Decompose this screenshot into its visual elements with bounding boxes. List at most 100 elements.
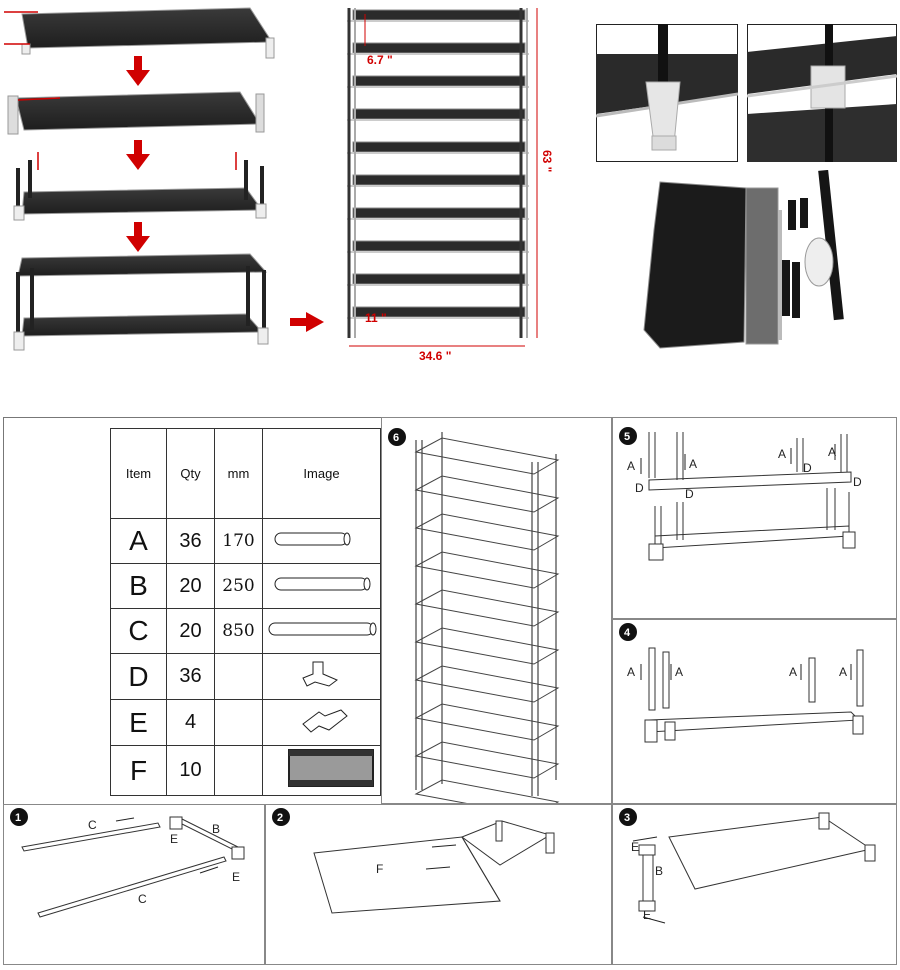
item-cell: B <box>110 563 167 609</box>
step1-label-b: B <box>212 822 220 836</box>
qty-cell: 10 <box>166 745 215 796</box>
step-6-number: 6 <box>393 432 399 444</box>
dim-height: 63 " <box>540 150 554 172</box>
item-cell: C <box>110 608 167 654</box>
package-contents <box>643 170 844 349</box>
step4-label-a3: A <box>789 665 797 679</box>
step-2-drawing: 2 F <box>272 808 555 914</box>
dim-shelf-spacing: 6.7 " <box>367 53 393 67</box>
sequence-arrow-3 <box>126 222 150 252</box>
mm-cell <box>214 745 263 796</box>
mm-cell <box>214 699 263 746</box>
step2-label-f: F <box>376 862 383 876</box>
rack-shelf <box>352 273 526 285</box>
step-4-number: 4 <box>624 627 631 639</box>
step3-label-e2: E <box>643 908 651 922</box>
parts-row-c: C 20 850 <box>110 608 381 654</box>
step5-label-d2: D <box>685 487 694 501</box>
step-2-number: 2 <box>277 812 283 824</box>
header-qty: Qty <box>166 428 215 519</box>
item-cell: A <box>110 518 167 564</box>
arrow-to-rack <box>290 312 324 332</box>
sequence-shelf-1 <box>4 7 275 59</box>
parts-row-d: D 36 <box>110 653 381 700</box>
step5-label-d4: D <box>853 475 862 489</box>
rack-shelf <box>352 141 526 153</box>
parts-table: Item Qty mm Image A 36 170 B 20 250 C 20… <box>110 428 381 796</box>
step4-label-a2: A <box>675 665 683 679</box>
parts-row-a: A 36 170 <box>110 518 381 564</box>
parts-row-f: F 10 <box>110 745 381 796</box>
header-item: Item <box>110 428 167 519</box>
item-cell: D <box>110 653 167 700</box>
step-6-badge <box>388 428 406 446</box>
step1-label-e2: E <box>232 870 240 884</box>
qty-cell: 36 <box>166 518 215 564</box>
step-6-drawing: 6 <box>388 428 560 803</box>
step-3-drawing: 3 E B E <box>619 808 876 924</box>
parts-row-b: B 20 250 <box>110 563 381 609</box>
qty-cell: 36 <box>166 653 215 700</box>
dim-bottom-clearance: 11 " <box>365 311 387 325</box>
step-5-drawing: 5 A A A A D D D D <box>619 427 862 561</box>
rack-shelf <box>352 75 526 87</box>
tube-a-image <box>274 532 350 545</box>
tube-c-image <box>268 622 376 635</box>
outline-shelf <box>414 627 560 665</box>
step5-label-d3: D <box>803 461 812 475</box>
step1-label-e1: E <box>170 832 178 846</box>
mm-cell: 250 <box>214 563 263 609</box>
step-1-number: 1 <box>15 812 21 824</box>
step5-label-a4: A <box>828 445 836 459</box>
step-4-drawing: 4 A A A A <box>619 623 864 743</box>
step4-label-a1: A <box>627 665 635 679</box>
rack-shelf <box>352 42 526 54</box>
outline-shelf <box>414 589 560 627</box>
step5-label-a1: A <box>627 459 635 473</box>
step-5-number: 5 <box>624 431 630 443</box>
mm-cell: 170 <box>214 518 263 564</box>
item-cell: E <box>110 699 167 746</box>
closeup-foot <box>596 24 738 162</box>
connector-d-image <box>301 661 338 687</box>
step5-label-a2: A <box>689 457 697 471</box>
step1-label-c1: C <box>88 818 97 832</box>
tube-b-image <box>274 577 370 590</box>
rack-shelf <box>352 108 526 120</box>
outline-shelf <box>414 551 560 589</box>
header-image: Image <box>262 428 381 519</box>
outline-shelf <box>414 437 560 475</box>
qty-cell: 20 <box>166 563 215 609</box>
sequence-shelf-2 <box>7 91 265 135</box>
outline-shelf <box>414 475 560 513</box>
connector-e-image <box>301 709 348 733</box>
step-3-number: 3 <box>624 812 630 824</box>
step-1-drawing: 1 C E B E C <box>10 808 245 918</box>
step-6-shelves <box>414 437 560 803</box>
sequence-arrow-2 <box>126 140 150 170</box>
closeup-connector <box>747 24 897 162</box>
rack-shelf <box>352 174 526 186</box>
step3-label-b: B <box>655 864 663 878</box>
parts-row-e: E 4 <box>110 699 381 746</box>
qty-cell: 4 <box>166 699 215 746</box>
sequence-shelf-3 <box>13 152 267 221</box>
step1-label-c2: C <box>138 892 147 906</box>
step5-label-d1: D <box>635 481 644 495</box>
rack-shelf <box>352 207 526 219</box>
item-cell: F <box>110 745 167 796</box>
outline-shelf <box>414 741 560 779</box>
outline-shelf <box>414 665 560 703</box>
mm-cell: 850 <box>214 608 263 654</box>
assembly-sequence <box>4 7 275 351</box>
qty-cell: 20 <box>166 608 215 654</box>
shelf-fabric-f-image <box>287 749 374 787</box>
mm-cell <box>214 653 263 700</box>
rack-dimension-drawing: 6.7 " 63 " 11 " 34.6 " <box>347 8 554 363</box>
sequence-shelf-4 <box>13 253 269 351</box>
outline-shelf <box>414 703 560 741</box>
rack-shelf <box>352 240 526 252</box>
step5-label-a3: A <box>778 447 786 461</box>
rack-shelf <box>352 9 526 21</box>
step-4-panel <box>612 619 897 804</box>
